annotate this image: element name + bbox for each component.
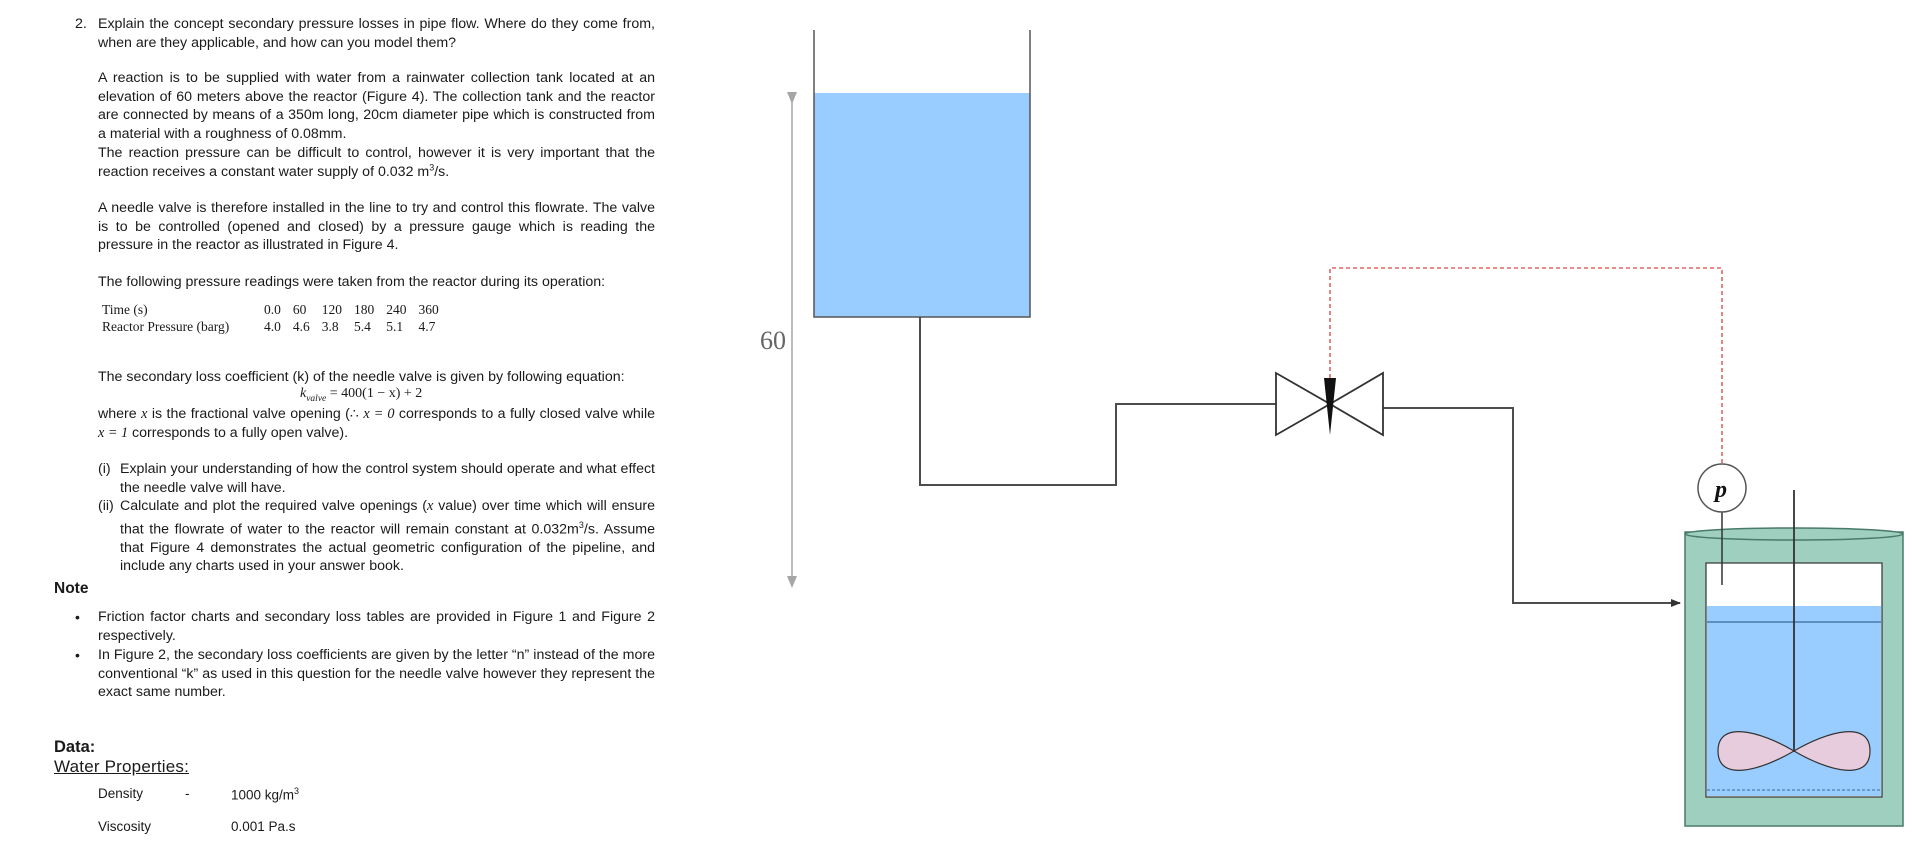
valve-equation: kvalve = 400(1 − x) + 2 bbox=[300, 386, 423, 404]
table-cell: 5.4 bbox=[354, 319, 371, 334]
question-intro-text: Explain the concept secondary pressure l… bbox=[98, 16, 655, 51]
valve-needle bbox=[1324, 378, 1336, 435]
pipe-to-valve bbox=[919, 317, 1276, 486]
reactor-vessel bbox=[1684, 490, 1904, 827]
table-cell: 4.7 bbox=[418, 319, 436, 334]
pipeline-schematic: 60 bbox=[760, 30, 1904, 827]
note-heading: Note bbox=[54, 580, 89, 597]
gauge-label: p bbox=[1713, 477, 1727, 503]
property-value: 1000 kg/m3 bbox=[231, 786, 300, 803]
figure-4-pipeline-diagram: 60 bbox=[700, 0, 1912, 838]
question-document: 2. Explain the concept secondary pressur… bbox=[0, 0, 700, 838]
property-name: Viscosity bbox=[98, 819, 152, 834]
sub-question-i: (i) Explain your understanding of how th… bbox=[98, 460, 655, 497]
table-cell: 240 bbox=[386, 302, 407, 317]
property-value: 0.001 Pa.s bbox=[231, 819, 296, 834]
valve-opening-definition: where x is the fractional valve opening … bbox=[98, 406, 655, 441]
note-bullet: • Friction factor charts and secondary l… bbox=[75, 609, 655, 644]
property-name: Density bbox=[98, 786, 144, 801]
pressure-gauge-icon bbox=[1697, 463, 1747, 513]
rainwater-collection-tank bbox=[813, 30, 1031, 318]
sub-question-text: Calculate and plot the required valve op… bbox=[120, 498, 655, 575]
valve-paragraph: A needle valve is therefore installed in… bbox=[98, 200, 655, 253]
loss-coefficient-paragraph: The secondary loss coefficient (k) of th… bbox=[98, 369, 625, 385]
pipeline bbox=[919, 317, 1681, 607]
bullet-glyph: • bbox=[75, 609, 80, 625]
data-heading: Data: bbox=[54, 738, 96, 756]
impeller-blade-right bbox=[1792, 731, 1871, 771]
property-separator: - bbox=[185, 786, 190, 801]
table-cell: 5.1 bbox=[386, 319, 404, 334]
sub-question-marker: (ii) bbox=[98, 498, 114, 514]
table-cell: 4.0 bbox=[264, 319, 281, 334]
needle-valve bbox=[1275, 371, 1384, 437]
row-label: Reactor Pressure (barg) bbox=[102, 319, 230, 334]
sub-question-text: Explain your understanding of how the co… bbox=[120, 461, 655, 496]
table-cell: 0.0 bbox=[264, 302, 281, 317]
sub-question-ii: (ii) Calculate and plot the required val… bbox=[98, 497, 655, 576]
table-cell: 60 bbox=[292, 302, 307, 317]
valve-right-triangle bbox=[1328, 371, 1384, 437]
elevation-dimension: 60 bbox=[760, 92, 797, 588]
valve-left-triangle bbox=[1275, 371, 1332, 437]
question-intro: 2. Explain the concept secondary pressur… bbox=[75, 15, 655, 52]
table-cell: 120 bbox=[321, 302, 342, 317]
table-cell: 3.8 bbox=[321, 319, 339, 334]
pipe-to-reactor bbox=[1382, 407, 1681, 607]
tank-water bbox=[814, 93, 1030, 317]
note-bullet: • In Figure 2, the secondary loss coeffi… bbox=[75, 647, 655, 700]
scenario-paragraph: A reaction is to be supplied with water … bbox=[98, 70, 655, 142]
flowrate-paragraph: The reaction pressure can be difficult t… bbox=[98, 145, 655, 180]
impeller-blade-left bbox=[1717, 731, 1796, 771]
pressure-row: Reactor Pressure (barg) 4.0 4.6 3.8 5.4 5.1 4.… bbox=[102, 318, 451, 335]
question-number: 2. bbox=[75, 16, 87, 32]
elevation-label: 60 bbox=[760, 326, 786, 355]
bullet-glyph: • bbox=[75, 647, 80, 663]
table-cell: 360 bbox=[418, 302, 439, 317]
table-cell: 4.6 bbox=[292, 319, 310, 334]
water-properties-heading: Water Properties: bbox=[54, 757, 190, 776]
row-label: Time (s) bbox=[102, 302, 148, 317]
tank-walls bbox=[813, 30, 1031, 318]
readings-intro: The following pressure readings were tak… bbox=[98, 274, 606, 290]
time-row: Time (s) 0.0 60 120 180 240 360 bbox=[102, 301, 451, 318]
sub-question-marker: (i) bbox=[98, 461, 111, 477]
impeller bbox=[1717, 731, 1871, 771]
pressure-gauge: p bbox=[1697, 463, 1747, 513]
control-signal-line bbox=[1329, 267, 1723, 464]
table-cell: 180 bbox=[354, 302, 375, 317]
